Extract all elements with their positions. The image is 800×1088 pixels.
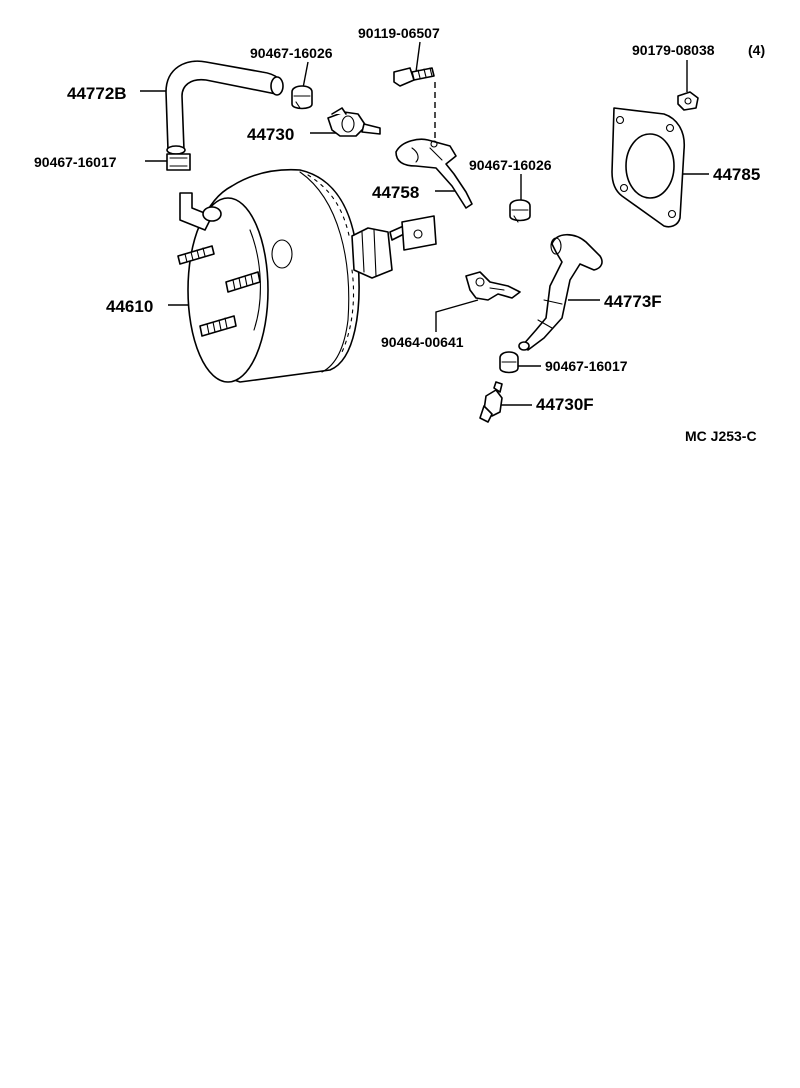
label-90467-16026-right: 90467-16026 [469, 157, 552, 173]
clamp-90467-16017-left [166, 153, 191, 171]
check-valve-44730 [327, 107, 381, 137]
label-90467-16026-top: 90467-16026 [250, 45, 333, 61]
clamp-90467-16017-right [499, 351, 519, 374]
part-labels: 90119-06507 90467-16026 44772B 44730 904… [34, 25, 765, 444]
clamp-90467-16026-right [509, 199, 531, 223]
label-44730f: 44730F [536, 395, 594, 414]
hose-44772b [165, 60, 284, 155]
label-qty-4: (4) [748, 42, 765, 58]
bolt-90119-06507 [393, 67, 435, 87]
label-44610: 44610 [106, 297, 153, 316]
label-44785: 44785 [713, 165, 760, 184]
label-44730: 44730 [247, 125, 294, 144]
clamp-90464-00641 [465, 271, 521, 301]
label-44773f: 44773F [604, 292, 662, 311]
gasket-44785 [611, 107, 686, 228]
label-44758: 44758 [372, 183, 419, 202]
bracket-44758 [395, 138, 473, 209]
clamp-90467-16026-top [291, 85, 313, 110]
label-90467-16017-left: 90467-16017 [34, 154, 117, 170]
label-90179-08038: 90179-08038 [632, 42, 715, 58]
check-valve-44730f [479, 381, 503, 423]
reference-code: MC J253-C [685, 428, 757, 444]
label-90467-16017-right: 90467-16017 [545, 358, 628, 374]
label-90119-06507: 90119-06507 [358, 25, 440, 41]
label-44772b: 44772B [67, 84, 127, 103]
nut-90179-08038 [677, 91, 699, 111]
brake-booster-44610 [177, 168, 437, 383]
label-90464-00641: 90464-00641 [381, 334, 464, 350]
stud-bolts [177, 245, 261, 337]
hose-44773f [518, 233, 603, 351]
